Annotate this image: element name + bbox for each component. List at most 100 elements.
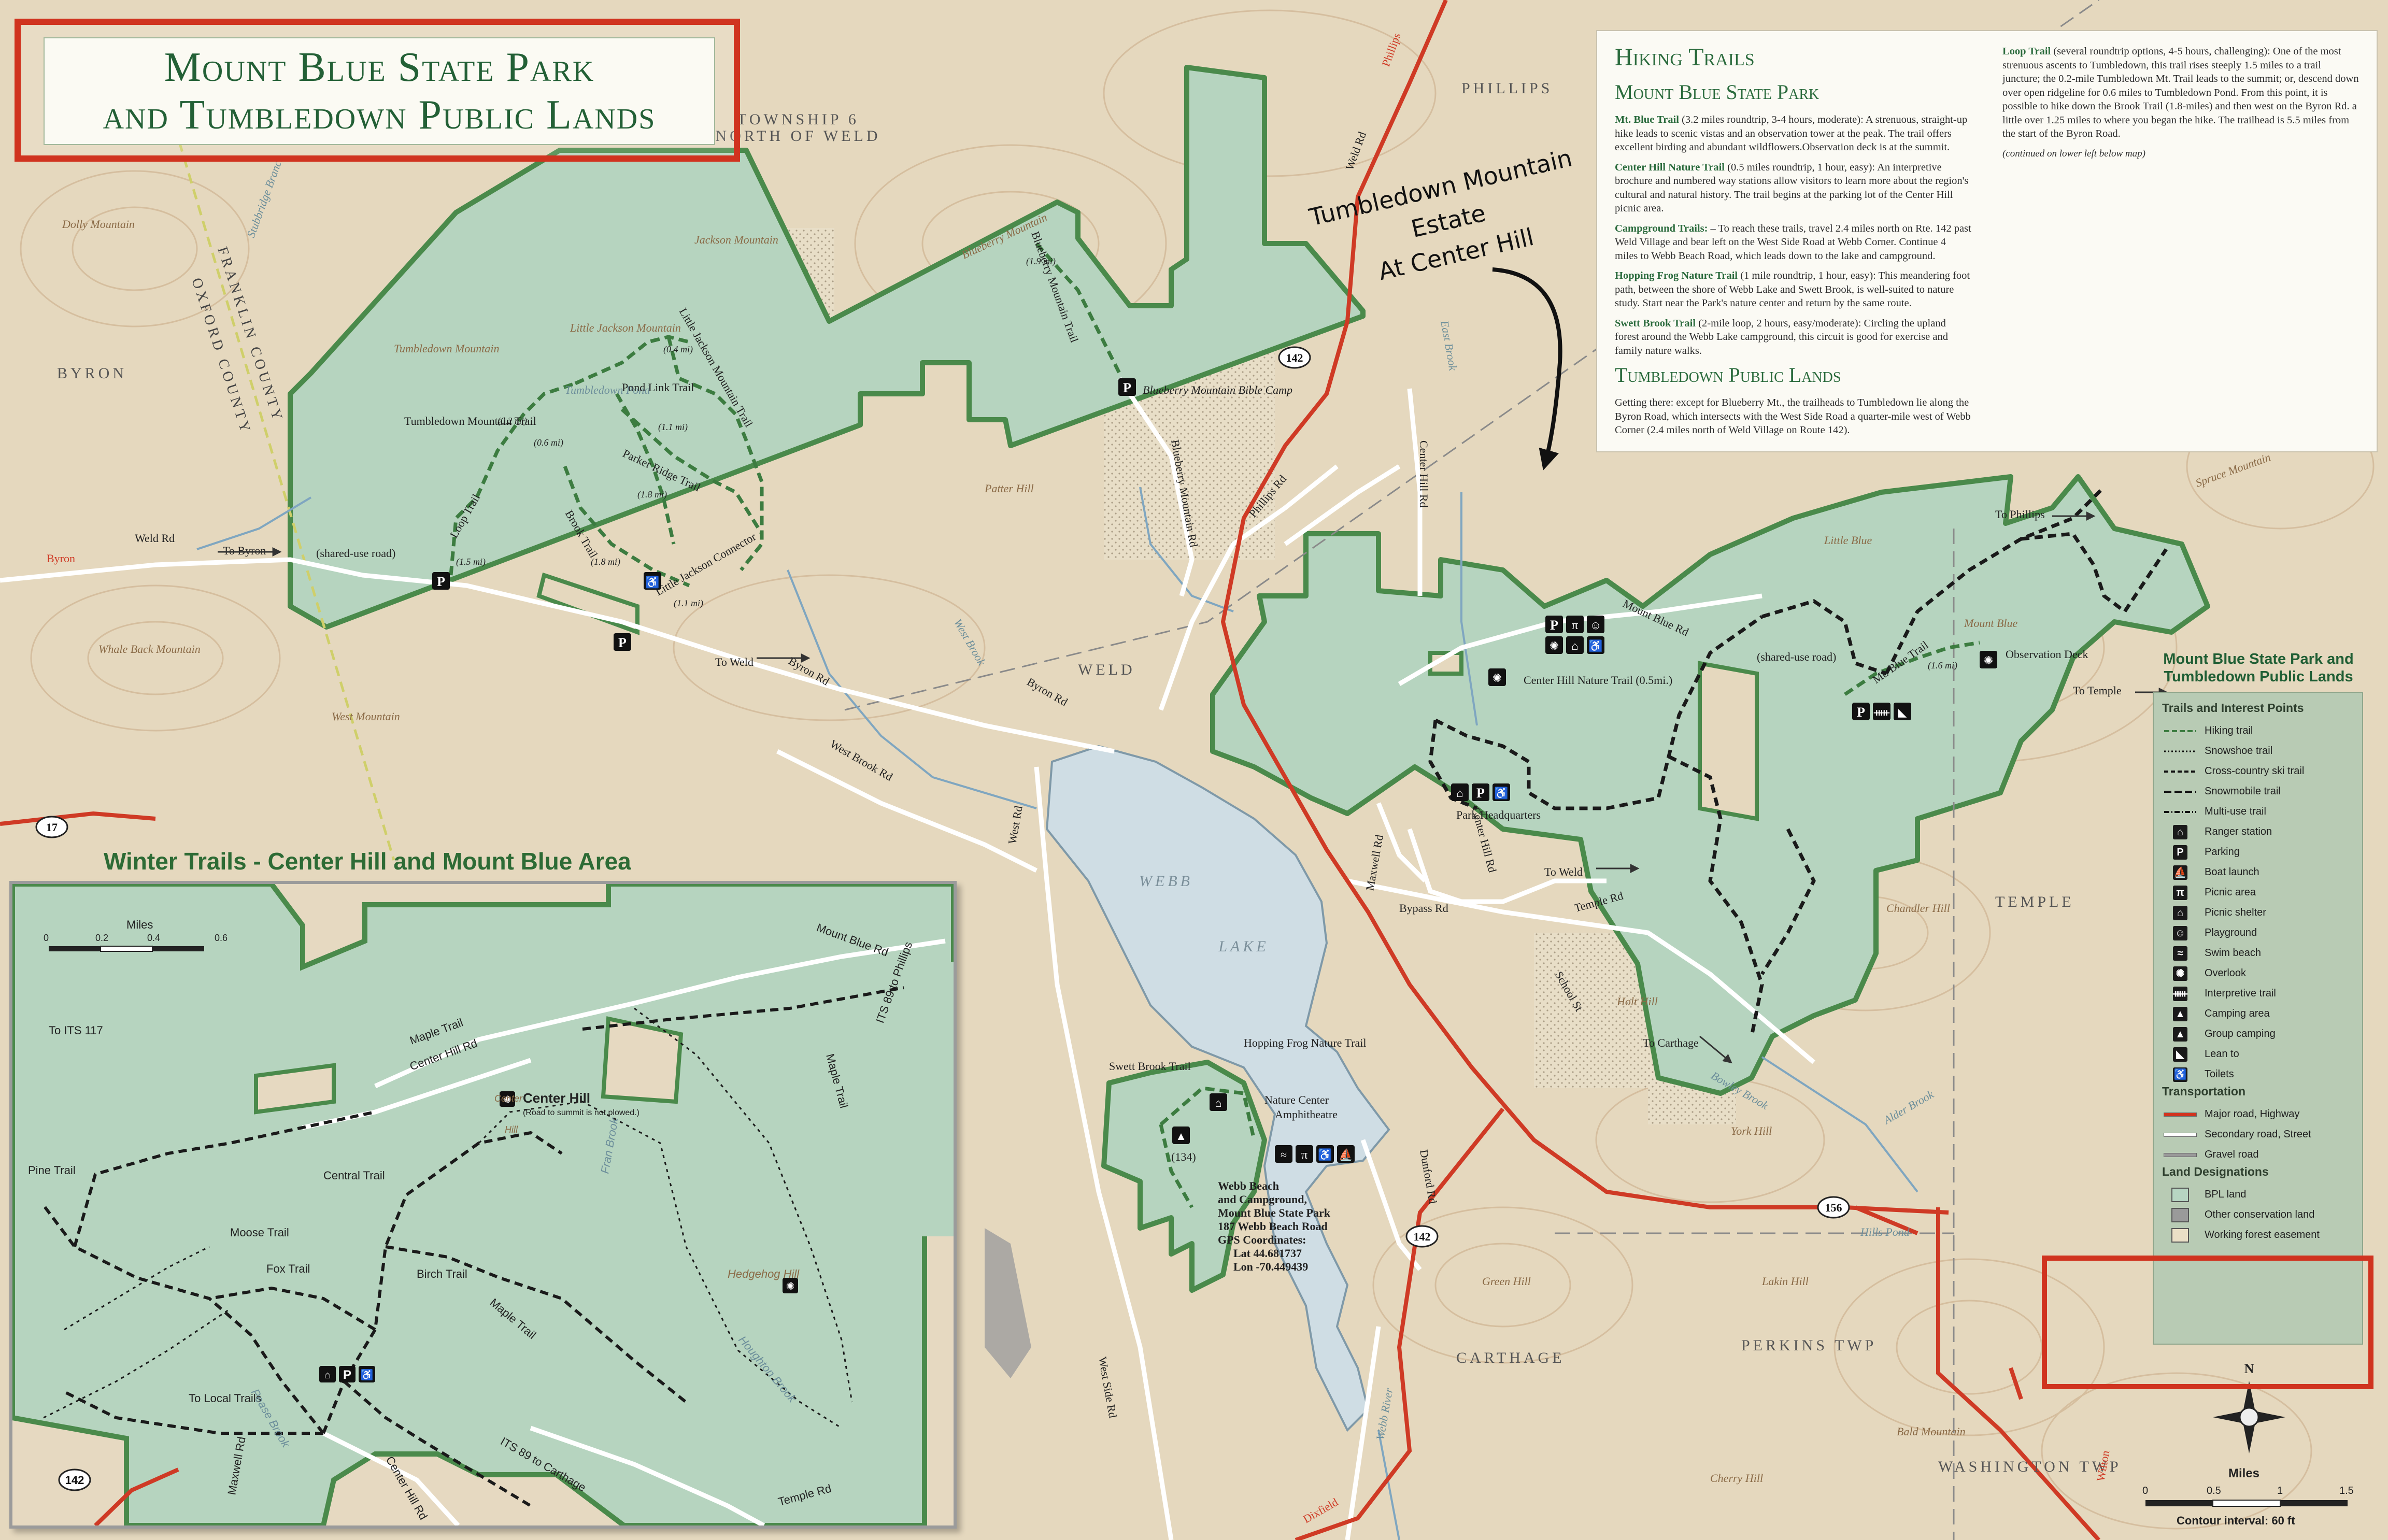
label-park-hq: Park Headquarters (1456, 808, 1541, 821)
mt-blue-trail-desc: Mt. Blue Trail (3.2 miles roundtrip, 3-4… (1615, 114, 1968, 153)
lean-to-icon: ◣ (1894, 703, 1911, 720)
major-roads (0, 0, 2100, 1540)
legend-item: π Picnic area (2162, 882, 2354, 903)
svg-text:To ITS 117: To ITS 117 (49, 1024, 103, 1037)
hiking-trails (449, 242, 1980, 1208)
svg-text:Center: Center (494, 1093, 523, 1104)
title-line-1: Mount Blue State Park (164, 45, 595, 90)
boat-launch-icon: ⛵ (1337, 1145, 1355, 1163)
legend-symbol: π (2162, 885, 2198, 901)
svg-text:Central Trail: Central Trail (323, 1169, 385, 1182)
svg-text:0.6: 0.6 (215, 933, 228, 943)
svg-text:✺: ✺ (1492, 672, 1502, 685)
legend-label: Playground (2205, 927, 2257, 938)
place-lake: LAKE (1218, 938, 1269, 955)
inset-ranger-icon: ⌂ (319, 1366, 336, 1382)
legend-item: ◣Lean to (2162, 1044, 2354, 1064)
legend-symbol: P (2162, 845, 2198, 860)
picnic-shelter-icon: ⌂ (1566, 636, 1584, 654)
overlook-icon: ✺ (1488, 668, 1506, 686)
inset-toilets-icon: ♿ (359, 1366, 375, 1382)
north-label: N (2244, 1361, 2254, 1376)
route-142-shield: 142 (1278, 346, 1311, 369)
place-perkins: PERKINS TWP (1741, 1337, 1877, 1354)
map-legend: Mount Blue State Park and Tumbledown Pub… (2150, 650, 2367, 1347)
svg-text:(1.5 mi): (1.5 mi) (456, 557, 486, 567)
continued-note: (continued on lower left below map) (2002, 148, 2145, 159)
legend-transport-item: Major road, Highway (2162, 1104, 2354, 1124)
route-shields: 142 142 156 17 (35, 346, 1850, 1248)
legend-land-item: Other conservation land (2162, 1205, 2354, 1225)
svg-text:⌂: ⌂ (1571, 639, 1578, 652)
secondary-roads (0, 377, 1815, 1540)
svg-text:(0.4 mi): (0.4 mi) (663, 344, 693, 355)
legend-label: Gravel road (2205, 1149, 2259, 1160)
legend-label: Swim beach (2205, 947, 2261, 959)
label-mbsp: Mount Blue State Park (1218, 1206, 1331, 1219)
label-york-hill: York Hill (1731, 1124, 1772, 1137)
label-cherry-hill: Cherry Hill (1710, 1472, 1763, 1485)
svg-text:⛵: ⛵ (1339, 1148, 1353, 1161)
label-to-weld: To Weld (715, 655, 754, 668)
label-gps: GPS Coordinates: (1218, 1233, 1306, 1246)
legend-item: ▲Group camping (2162, 1024, 2354, 1044)
other-conservation-land (985, 1228, 1031, 1378)
legend-icon: ⌂ (2173, 824, 2187, 839)
svg-text:Hedgehog Hill: Hedgehog Hill (728, 1267, 800, 1280)
legend-label: Picnic shelter (2205, 907, 2266, 918)
legend-land-heading: Land Designations (2162, 1165, 2269, 1178)
north-arrow-icon (2213, 1381, 2285, 1453)
svg-text:Fox Trail: Fox Trail (266, 1262, 310, 1275)
place-carthage: CARTHAGE (1456, 1349, 1565, 1366)
legend-label: Group camping (2205, 1028, 2276, 1039)
label-holt-hill: Holt Hill (1616, 995, 1658, 1008)
legend-road-line (2164, 1132, 2197, 1137)
place-north-of-weld: NORTH OF WELD (716, 127, 881, 145)
legend-road-symbol (2162, 1107, 2198, 1122)
inset-parking-icon: P (339, 1366, 356, 1382)
legend-land-swatch (2162, 1187, 2198, 1203)
legend-label: Secondary road, Street (2205, 1129, 2311, 1140)
toilets-icon: ♿ (1316, 1145, 1334, 1163)
label-whale-back: Whale Back Mountain (98, 643, 201, 655)
label-green-hill: Green Hill (1482, 1275, 1531, 1288)
legend-symbol: ⌂ (2162, 905, 2198, 921)
label-bald-mtn: Bald Mountain (1897, 1425, 1966, 1438)
tumbledown-public-lands-polygon (288, 65, 1366, 630)
legend-item: ≈Swim beach (2162, 943, 2354, 963)
legend-item: ⌂ Ranger station (2162, 822, 2354, 842)
label-address: 187 Webb Beach Road (1218, 1220, 1328, 1233)
svg-text:ᚔ: ᚔ (1873, 706, 1890, 719)
svg-text:P: P (1123, 380, 1131, 395)
main-scale-label: Miles (2228, 1466, 2260, 1480)
center-hill-desc: Center Hill Nature Trail (0.5 miles roun… (1615, 161, 1969, 215)
legend-transport-heading: Transportation (2162, 1085, 2246, 1098)
svg-text:◣: ◣ (1898, 706, 1907, 719)
label-lakin-hill: Lakin Hill (1761, 1275, 1809, 1288)
legend-transport-item: Secondary road, Street (2162, 1124, 2354, 1145)
label-weld-rd: Weld Rd (135, 532, 175, 545)
place-byron: BYRON (57, 365, 127, 382)
legend-label: Working forest easement (2205, 1229, 2320, 1240)
svg-text:Birch Trail: Birch Trail (417, 1267, 467, 1280)
svg-text:♿: ♿ (361, 1368, 374, 1381)
inset-center-hill-icon: ✺ (500, 1091, 515, 1107)
hopping-frog-desc: Hopping Frog Nature Trail (1 mile roundt… (1615, 270, 1970, 309)
picnic-area-icon: π (1566, 616, 1584, 633)
route-156-shield: 156 (1817, 1196, 1850, 1219)
label-patter-hill: Patter Hill (984, 482, 1034, 495)
svg-text:✺: ✺ (503, 1094, 512, 1106)
label-chandler-hill: Chandler Hill (1886, 902, 1950, 915)
legend-label: Ranger station (2205, 826, 2272, 837)
legend-label: Interpretive trail (2205, 988, 2276, 999)
legend-label: Cross-country ski trail (2205, 765, 2305, 777)
svg-text:142: 142 (1286, 351, 1303, 364)
legend-icon: ☺ (2173, 925, 2187, 940)
legend-label: Picnic area (2205, 887, 2256, 898)
contour-interval: Contour interval: 60 ft (2177, 1514, 2295, 1527)
svg-text:♿: ♿ (1588, 639, 1602, 652)
legend-item: Cross-country ski trail (2162, 761, 2354, 781)
legend-symbol (2162, 744, 2198, 759)
webb-beach-campground-polygon (1101, 1060, 1267, 1293)
